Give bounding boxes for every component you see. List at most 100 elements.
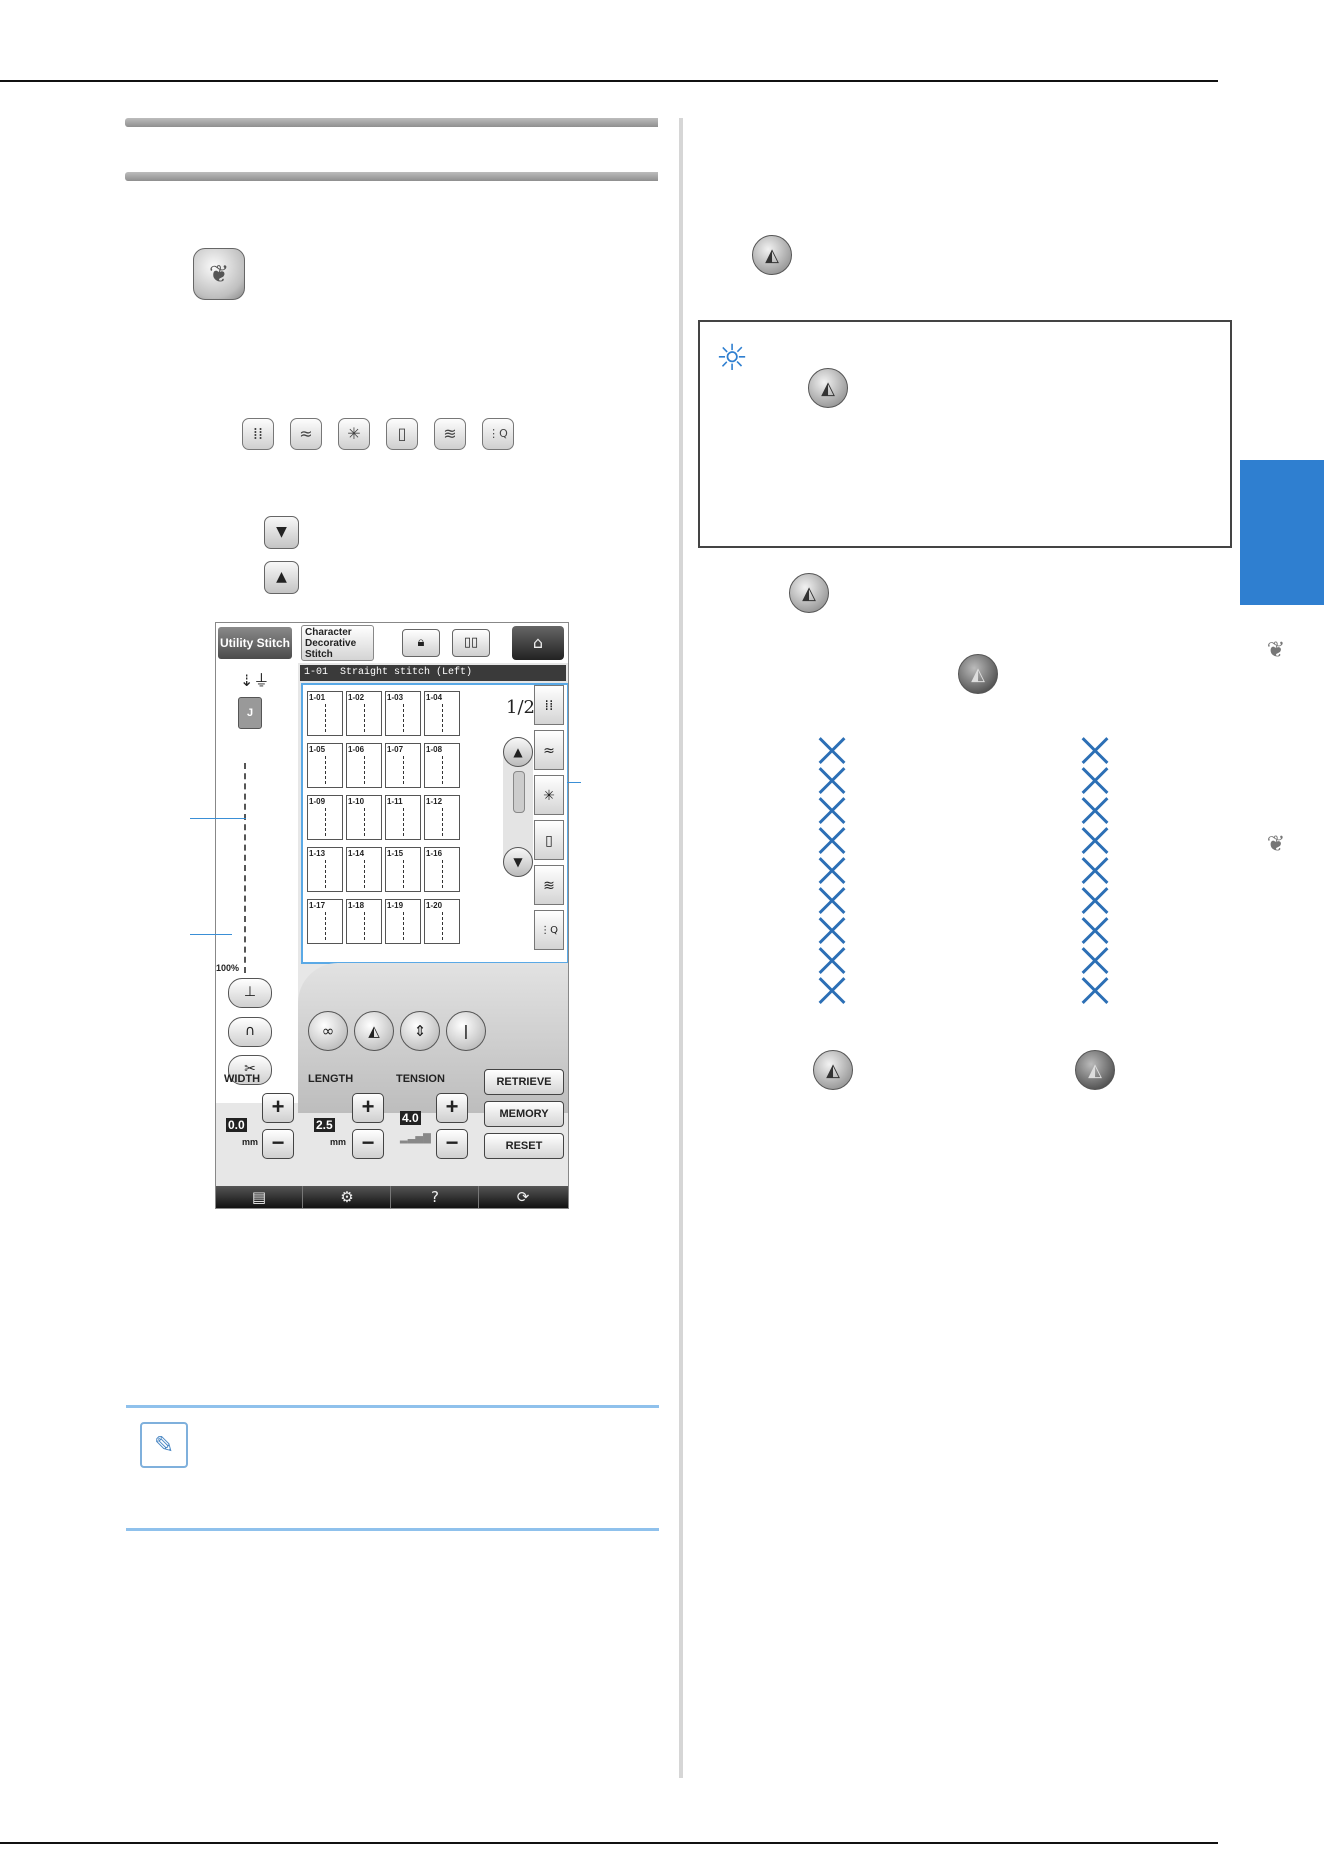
needle-position-button[interactable]: ⊥ (228, 978, 272, 1008)
stitch-code: 1-20 (426, 901, 443, 910)
chevron-stitch-icon: ≈ (290, 418, 322, 450)
mirror-image-icon: ◭ (789, 573, 829, 613)
stitch-pattern-line (364, 860, 365, 888)
mirror-image-active-icon: ◭ (1075, 1050, 1115, 1090)
chapter-tab (1240, 460, 1324, 605)
stitch-code: 1-04 (426, 693, 443, 702)
thread-cutter-button[interactable]: ✂ (228, 1055, 272, 1085)
reset-button[interactable]: RESET (484, 1133, 564, 1159)
top-rule (0, 80, 1218, 82)
stitch-cell[interactable]: 1-04 (424, 691, 460, 736)
machine-help-button[interactable]: ⚙ (304, 1186, 391, 1208)
stitch-code: 1-12 (426, 797, 443, 806)
stitch-cell[interactable]: 1-19 (385, 899, 421, 944)
stitch-pattern-line (325, 912, 326, 940)
stitch-pattern-line (364, 808, 365, 836)
mirror-image-icon: ◭ (813, 1050, 853, 1090)
character-decorative-tab[interactable]: Character Decorative Stitch (301, 625, 374, 661)
tension-plus-button[interactable]: + (436, 1093, 468, 1123)
stitch-pattern-line (364, 704, 365, 732)
category-chevron[interactable]: ≈ (534, 730, 564, 770)
stitch-cell[interactable]: 1-09 (307, 795, 343, 840)
stitch-code: 1-01 (309, 693, 326, 702)
stitch-pattern-line (403, 808, 404, 836)
stitch-code: 1-14 (348, 849, 365, 858)
stitch-cell[interactable]: 1-08 (424, 743, 460, 788)
stitch-cell[interactable]: 1-12 (424, 795, 460, 840)
length-label: LENGTH (308, 1073, 354, 1085)
stitch-cell[interactable]: 1-11 (385, 795, 421, 840)
stitch-cell[interactable]: 1-05 (307, 743, 343, 788)
page-scrollbar[interactable]: ▲ ▼ (503, 737, 533, 877)
stitch-cell[interactable]: 1-13 (307, 847, 343, 892)
length-minus-button[interactable]: − (352, 1129, 384, 1159)
stitch-cell[interactable]: 1-03 (385, 691, 421, 736)
memory-button[interactable]: MEMORY (484, 1101, 564, 1127)
stitch-code: 1-16 (426, 849, 443, 858)
stitch-cell[interactable]: 1-16 (424, 847, 460, 892)
machine-screen: Utility Stitch Character Decorative Stit… (215, 622, 569, 1209)
stitch-cell[interactable]: 1-18 (346, 899, 382, 944)
tension-minus-button[interactable]: − (436, 1129, 468, 1159)
stitch-pattern-line (442, 808, 443, 836)
length-plus-button[interactable]: + (352, 1093, 384, 1123)
stitch-cell[interactable]: 1-07 (385, 743, 421, 788)
stitch-pattern-line (325, 808, 326, 836)
stitch-code: 1-10 (348, 797, 365, 806)
stitch-code: 1-08 (426, 745, 443, 754)
settings-page-button[interactable]: ▤ (216, 1186, 303, 1208)
stitch-preview-line (244, 763, 246, 973)
reverse-stitch-button[interactable]: ∩ (228, 1017, 272, 1047)
stitch-pattern-line (442, 912, 443, 940)
page-up-button-icon: ▲ (264, 561, 299, 594)
single-needle-button[interactable]: ǀ (446, 1011, 486, 1051)
category-zigzag-grid[interactable]: ⁞⁞ (534, 685, 564, 725)
stitch-cell[interactable]: 1-01 (307, 691, 343, 736)
wave-stitch-icon: ≋ (434, 418, 466, 450)
length-unit: mm (330, 1137, 347, 1147)
mirror-image-button[interactable]: ◭ (354, 1011, 394, 1051)
stitch-code: 1-09 (309, 797, 326, 806)
memo-pencil-icon: ✎ (140, 1422, 188, 1468)
section-header-bar-top (125, 118, 658, 127)
title-text: Straight stitch (Left) (340, 667, 473, 678)
width-plus-button[interactable]: + (262, 1093, 294, 1123)
stitch-pattern-line (325, 860, 326, 888)
utility-stitch-tab[interactable]: Utility Stitch (218, 627, 292, 659)
stitch-cell[interactable]: 1-17 (307, 899, 343, 944)
zoom-label: 100% (216, 963, 240, 973)
category-wave[interactable]: ≋ (534, 865, 564, 905)
retrieve-button[interactable]: RETRIEVE (484, 1069, 564, 1095)
manual-button[interactable]: ▯▯ (452, 629, 490, 657)
stitch-cell[interactable]: 1-10 (346, 795, 382, 840)
scroll-down-button[interactable]: ▼ (503, 847, 533, 877)
help-button[interactable]: ? (392, 1186, 479, 1208)
stitch-cell[interactable]: 1-15 (385, 847, 421, 892)
scroll-thumb[interactable] (513, 771, 525, 813)
tension-value: 4.0 (400, 1111, 421, 1125)
stitch-cell[interactable]: 1-14 (346, 847, 382, 892)
stitch-cell[interactable]: 1-20 (424, 899, 460, 944)
home-button[interactable]: ⌂ (512, 626, 564, 660)
category-buttonhole[interactable]: ▯ (534, 820, 564, 860)
scroll-up-button[interactable]: ▲ (503, 737, 533, 767)
elongation-button[interactable]: ⇕ (400, 1011, 440, 1051)
category-cross[interactable]: ✳ (534, 775, 564, 815)
stitch-pattern-line (325, 704, 326, 732)
stitch-cell[interactable]: 1-02 (346, 691, 382, 736)
note-box: ☼ ◭ (698, 320, 1232, 548)
stitch-code: 1-15 (387, 849, 404, 858)
category-quilt[interactable]: ⋮Q (534, 910, 564, 950)
camera-view-button[interactable]: ⟳ (516, 1188, 530, 1206)
title-code: 1-01 (304, 667, 329, 678)
quilt-q-icon: ⋮Q (482, 418, 514, 450)
tension-level-icon: ▂▃▅▇ (400, 1133, 431, 1144)
stitch-cell[interactable]: 1-06 (346, 743, 382, 788)
screen-top-bar: Utility Stitch Character Decorative Stit… (216, 623, 568, 663)
twin-needle-button[interactable]: ∞ (308, 1011, 348, 1051)
lock-button[interactable]: 🔒︎ (402, 629, 440, 657)
width-minus-button[interactable]: − (262, 1129, 294, 1159)
stitch-pattern-line (442, 860, 443, 888)
width-unit: mm (242, 1137, 259, 1147)
callout-line-3 (567, 782, 581, 783)
